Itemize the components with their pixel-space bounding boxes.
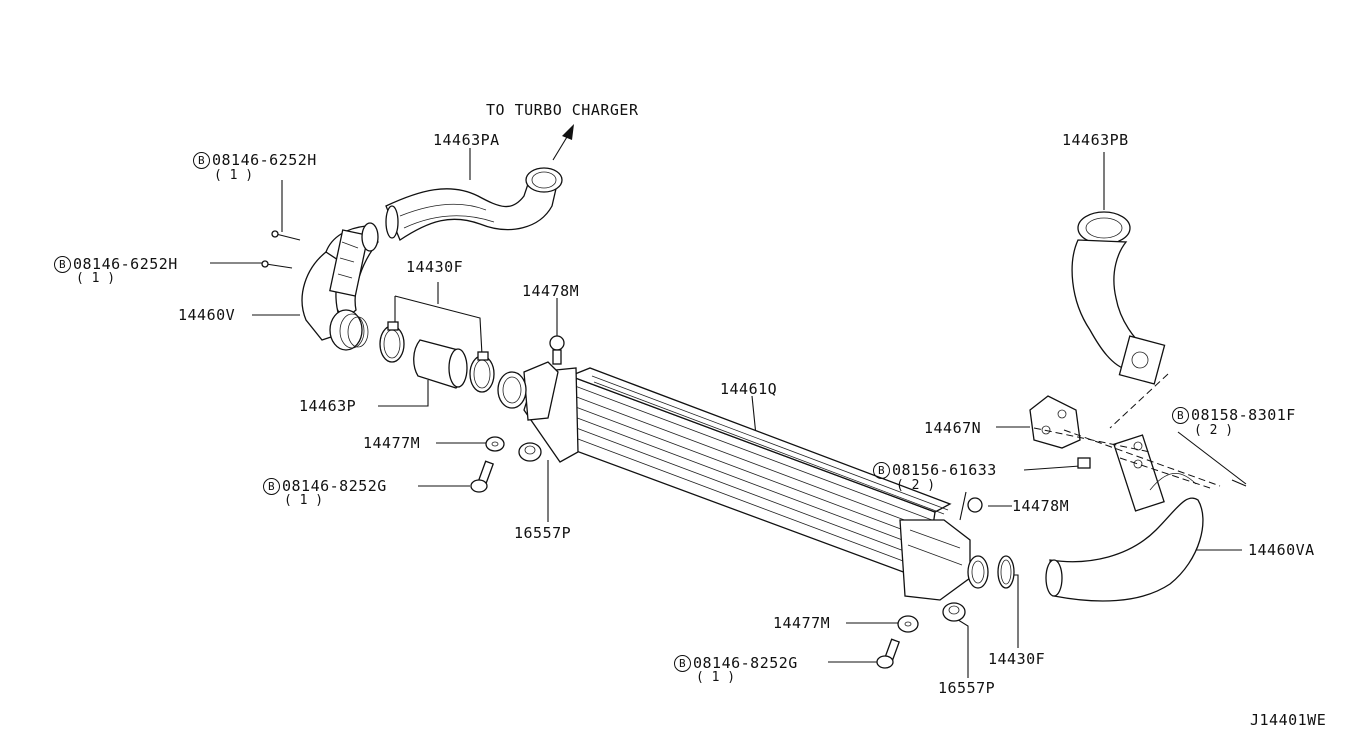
callout-16557P-top: 16557P	[514, 524, 572, 542]
hose-14463PA	[385, 167, 563, 241]
callout-14467N: 14467N	[924, 419, 982, 437]
bolt-symbol-icon: B	[873, 462, 890, 479]
qty-08156-61633: ( 2 )	[896, 478, 936, 493]
qty-08158-8301F: ( 2 )	[1194, 423, 1234, 438]
assembly-dashed-lines	[1033, 373, 1221, 489]
qty-08146-8252G-b: ( 1 )	[696, 670, 736, 685]
callout-14463PB: 14463PB	[1062, 131, 1129, 149]
clamp-14430F-right	[469, 351, 495, 393]
grommet-16557P-bottom	[942, 602, 966, 622]
nut-14478M-top	[549, 335, 565, 365]
bolt-symbol-icon: B	[1172, 407, 1189, 424]
nut-14478M-bottom	[967, 497, 983, 513]
callout-14430F-top: 14430F	[406, 258, 464, 276]
turbo-direction-arrow	[552, 124, 574, 161]
part-number: 08158-8301F	[1191, 406, 1296, 424]
turbo-charger-note: TO TURBO CHARGER	[486, 101, 639, 119]
diagram-id: J14401WE	[1250, 711, 1327, 729]
grommet-16557P-top	[518, 442, 542, 462]
qty-08146-8252G-a: ( 1 )	[284, 493, 324, 508]
qty-08146-6252H-b: ( 1 )	[76, 271, 116, 286]
callout-14463P: 14463P	[299, 397, 357, 415]
intercooler-14461Q	[497, 361, 989, 601]
callout-14460V: 14460V	[178, 306, 236, 324]
bolt-symbol-icon: B	[193, 152, 210, 169]
callout-14461Q: 14461Q	[720, 380, 778, 398]
callout-14477M-bottom: 14477M	[773, 614, 831, 632]
grommet-14477M-bottom	[897, 615, 919, 633]
qty-08146-6252H-a: ( 1 )	[214, 168, 254, 183]
bolt-symbol-icon: B	[54, 256, 71, 273]
part-number: 08146-8252G	[282, 477, 387, 495]
part-number: 08146-6252H	[212, 151, 317, 169]
callout-14477M-top: 14477M	[363, 434, 421, 452]
part-number: 08146-8252G	[693, 654, 798, 672]
bolt-08146-8252G-bottom	[876, 638, 901, 669]
callout-16557P-bottom: 16557P	[938, 679, 996, 697]
callout-14478M-bottom: 14478M	[1012, 497, 1070, 515]
pipe-14460VA	[1045, 434, 1247, 602]
bolt-08146-8252G-top	[470, 460, 495, 493]
callout-14460VA: 14460VA	[1248, 541, 1315, 559]
bolt-symbol-icon: B	[674, 655, 691, 672]
pipe-14460V	[301, 222, 379, 351]
bracket-14467N	[1029, 395, 1091, 469]
part-number: 08156-61633	[892, 461, 997, 479]
clamp-14430F-bottom	[997, 555, 1015, 589]
clamp-14430F-left	[379, 321, 405, 363]
callout-14463PA: 14463PA	[433, 131, 500, 149]
bolts-08146-6252H	[261, 230, 301, 269]
grommet-14477M-top	[485, 436, 505, 452]
bolt-symbol-icon: B	[263, 478, 280, 495]
hose-14463PB	[1071, 211, 1166, 385]
part-number: 08146-6252H	[73, 255, 178, 273]
hose-14463P	[413, 339, 468, 389]
callout-14430F-bottom: 14430F	[988, 650, 1046, 668]
callout-14478M-top: 14478M	[522, 282, 580, 300]
